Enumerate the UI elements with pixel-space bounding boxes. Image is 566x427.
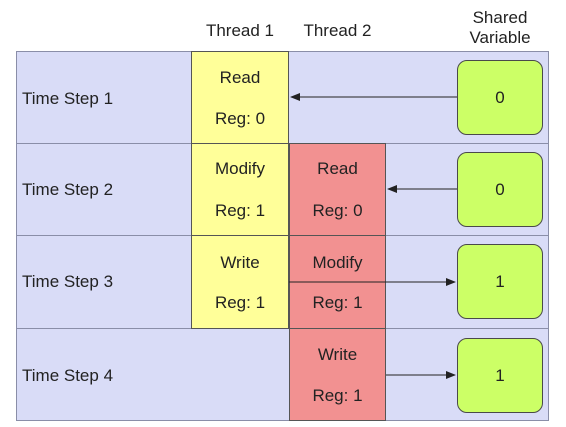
shared-variable-box-step2: 0	[457, 152, 543, 227]
thread1-cell-step2: Modify Reg: 1	[191, 143, 289, 236]
thread1-cell-step1: Read Reg: 0	[191, 51, 289, 144]
shared-header-line2: Variable	[469, 28, 531, 47]
time-step-label: Time Step 1	[22, 89, 114, 108]
time-step-label: Time Step 2	[22, 180, 114, 199]
shared-header-line1: Shared	[472, 8, 528, 27]
thread1-register: Reg: 1	[214, 201, 266, 220]
thread1-action: Modify	[214, 159, 266, 178]
shared-variable-value: 0	[495, 88, 505, 107]
thread1-action: Read	[219, 68, 261, 87]
time-step-label: Time Step 3	[22, 272, 114, 291]
thread1-register: Reg: 0	[214, 109, 266, 128]
thread1-register: Reg: 1	[214, 293, 266, 312]
shared-variable-value: 0	[495, 180, 505, 199]
thread1-cell-step3: Write Reg: 1	[191, 235, 289, 329]
thread2-action: Write	[317, 345, 358, 364]
thread1-header: Thread 1	[205, 21, 275, 40]
shared-variable-value: 1	[495, 366, 505, 385]
thread2-action: Modify	[312, 253, 363, 272]
time-step-label: Time Step 4	[22, 366, 114, 385]
thread2-header: Thread 2	[303, 21, 372, 40]
thread2-register: Reg: 1	[312, 386, 363, 405]
shared-variable-box-step3: 1	[457, 244, 543, 319]
thread2-cell-step4: Write Reg: 1	[289, 328, 386, 421]
thread2-action: Read	[317, 159, 358, 178]
shared-variable-box-step4: 1	[457, 338, 543, 413]
thread2-register: Reg: 1	[312, 293, 363, 312]
thread1-action: Write	[220, 253, 260, 272]
shared-variable-value: 1	[495, 272, 505, 291]
shared-variable-header: Shared Variable	[452, 8, 548, 48]
thread2-cell-step2: Read Reg: 0	[289, 143, 386, 236]
shared-variable-box-step1: 0	[457, 60, 543, 135]
thread2-register: Reg: 0	[312, 201, 363, 220]
